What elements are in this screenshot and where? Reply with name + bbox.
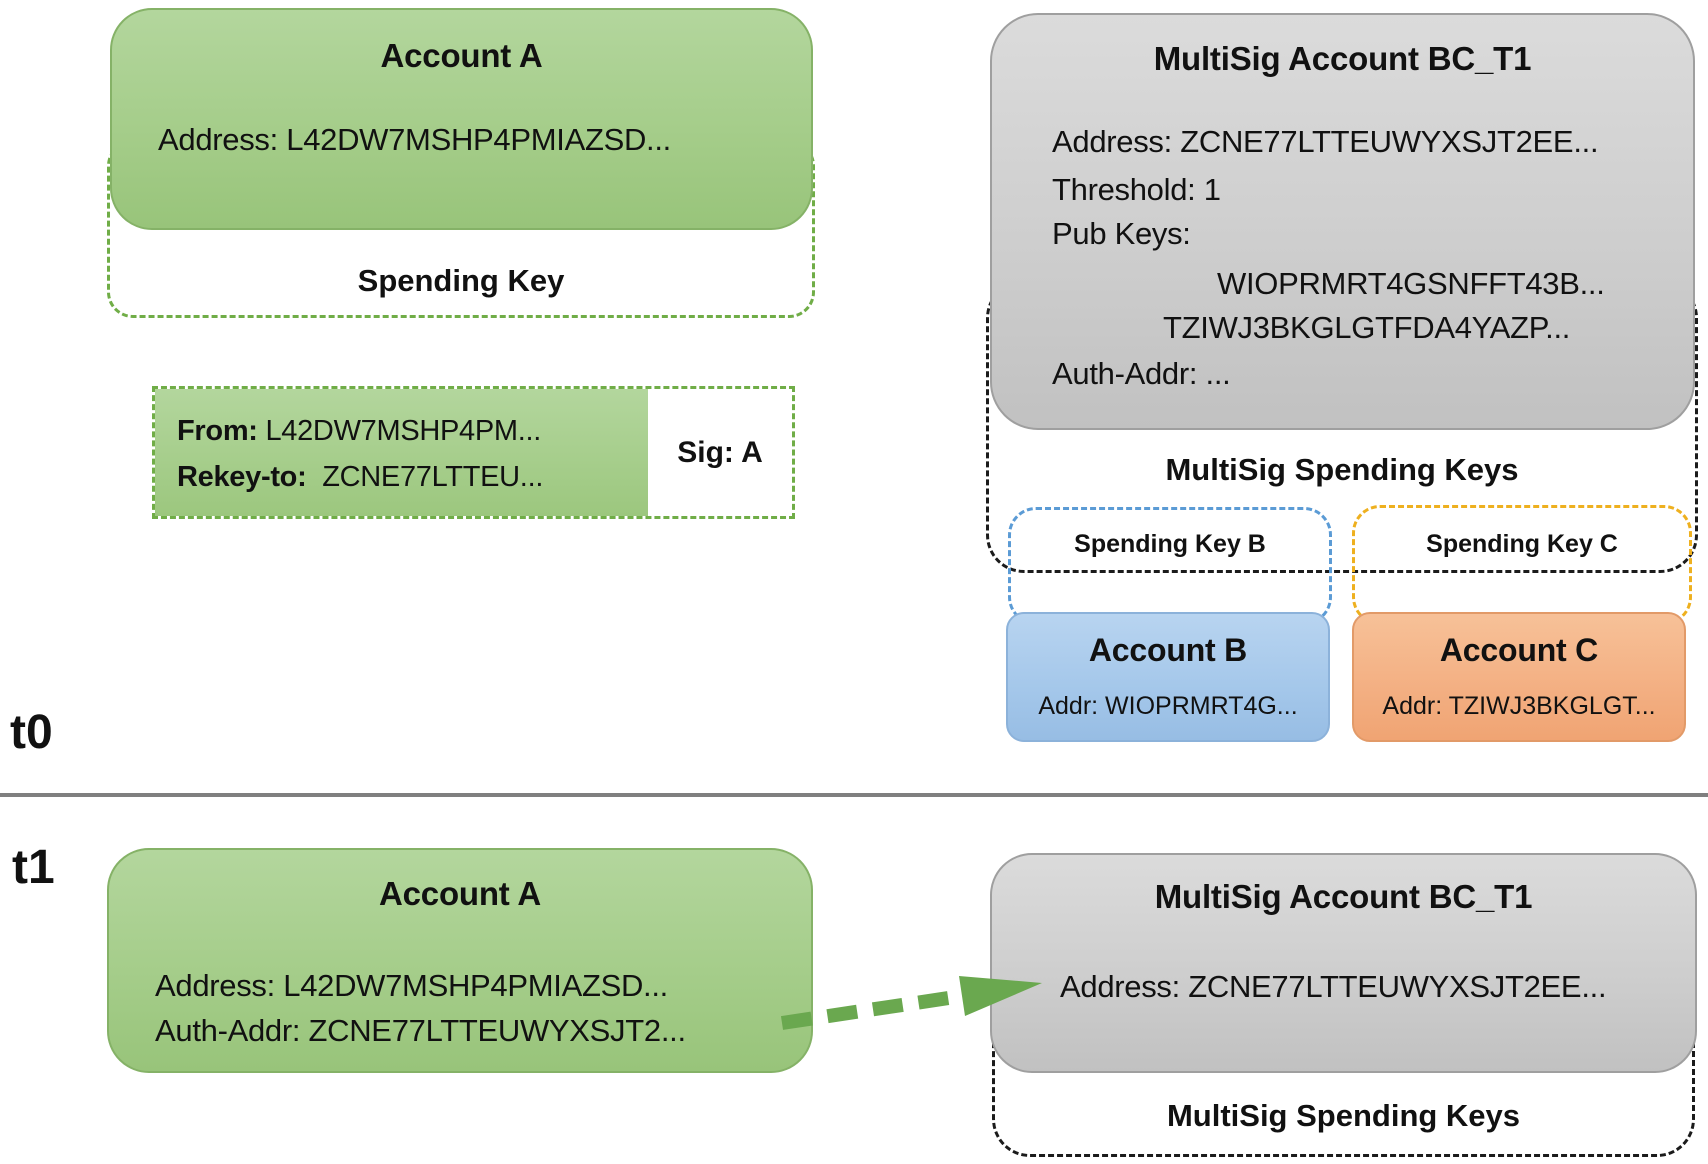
multisig-address-t0: Address: ZCNE77LTTEUWYXSJT2EE... — [1052, 124, 1599, 159]
rekey-from-line: From: L42DW7MSHP4PM... — [177, 413, 541, 449]
account-a-title-t1: Account A — [379, 875, 541, 912]
account-a-auth-addr-t1: Auth-Addr: ZCNE77LTTEUWYXSJT2... — [155, 1013, 686, 1048]
spending-key-c-dashed-box: Spending Key C — [1352, 505, 1692, 625]
account-a-address-t1: Address: L42DW7MSHP4PMIAZSD... — [155, 968, 668, 1003]
rekey-from-value: L42DW7MSHP4PM... — [265, 415, 542, 447]
account-b-title: Account B — [1088, 632, 1248, 668]
rekey-transaction-box: From: L42DW7MSHP4PM... Rekey-to: ZCNE77L… — [152, 386, 795, 519]
multisig-title-t1: MultiSig Account BC_T1 — [1154, 878, 1533, 915]
multisig-spending-keys-title-t1: MultiSig Spending Keys — [1166, 1098, 1521, 1133]
rekey-from-label: From: — [177, 415, 258, 447]
spending-key-b-label: Spending Key B — [1074, 530, 1266, 558]
spending-key-b-dashed-box: Spending Key B — [1008, 507, 1332, 625]
spending-key-c-label: Spending Key C — [1426, 530, 1618, 558]
account-c-addr: Addr: TZIWJ3BKGLGT... — [1382, 692, 1656, 720]
multisig-pubkey-2: TZIWJ3BKGLGTFDA4YAZP... — [1163, 310, 1571, 345]
multisig-account-box-t0: MultiSig Account BC_T1 Address: ZCNE77LT… — [990, 13, 1695, 430]
rekey-to-value: ZCNE77LTTEU... — [322, 461, 544, 493]
multisig-address-t1: Address: ZCNE77LTTEUWYXSJT2EE... — [1060, 969, 1607, 1004]
multisig-title-t0: MultiSig Account BC_T1 — [1153, 40, 1532, 77]
t1-label: t1 — [12, 841, 55, 894]
account-a-box-t1: Account A Address: L42DW7MSHP4PMIAZSD...… — [107, 848, 813, 1073]
account-a-box-t0: Account A Address: L42DW7MSHP4PMIAZSD... — [110, 8, 813, 230]
rekey-sig-label: Sig: A — [677, 435, 763, 469]
timeline-divider — [0, 793, 1708, 797]
rekey-transaction-fill — [155, 389, 648, 516]
multisig-auth-addr-t0: Auth-Addr: ... — [1052, 356, 1231, 391]
rekey-to-label: Rekey-to: — [177, 461, 307, 493]
account-a-address-t0: Address: L42DW7MSHP4PMIAZSD... — [158, 122, 671, 157]
multisig-threshold: Threshold: 1 — [1052, 172, 1221, 207]
multisig-pubkey-1: WIOPRMRT4GSNFFT43B... — [1217, 266, 1605, 301]
account-c-title: Account C — [1439, 632, 1599, 668]
spending-key-a-label: Spending Key — [357, 263, 565, 298]
account-b-box: Account B Addr: WIOPRMRT4G... — [1006, 612, 1330, 742]
rekey-to-line: Rekey-to: ZCNE77LTTEU... — [177, 459, 543, 495]
multisig-account-box-t1: MultiSig Account BC_T1 Address: ZCNE77LT… — [990, 853, 1697, 1073]
account-a-title-t0: Account A — [380, 37, 543, 74]
multisig-pubkeys-label: Pub Keys: — [1052, 216, 1191, 251]
t0-label: t0 — [10, 706, 53, 759]
account-b-addr: Addr: WIOPRMRT4G... — [1038, 692, 1298, 720]
multisig-spending-keys-title-t0: MultiSig Spending Keys — [1165, 452, 1519, 487]
account-c-box: Account C Addr: TZIWJ3BKGLGT... — [1352, 612, 1686, 742]
